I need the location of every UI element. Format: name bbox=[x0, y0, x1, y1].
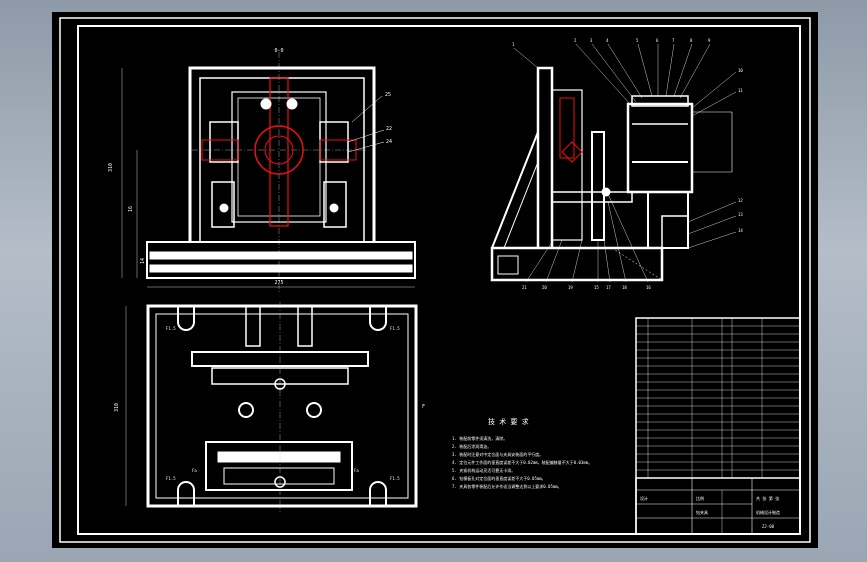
callout-16: 16 bbox=[646, 285, 651, 290]
drawing-sheet: 0-0 310 16 14 275 25 22 24 bbox=[52, 12, 818, 548]
callout-1: 1 bbox=[512, 42, 515, 47]
parts-list bbox=[635, 317, 801, 535]
title-block-code: ZJ-00 bbox=[762, 524, 775, 529]
plan-side-left: Fa bbox=[192, 468, 197, 473]
plan-dim-310: 310 bbox=[114, 403, 120, 412]
cad-drawing: 0-0 310 16 14 275 25 22 24 bbox=[59, 17, 811, 543]
callout-22: 22 bbox=[386, 126, 392, 132]
callout-14: 14 bbox=[738, 228, 743, 233]
callout-4: 4 bbox=[606, 38, 609, 43]
callout-21: 21 bbox=[522, 285, 527, 290]
callout-7: 7 bbox=[672, 38, 675, 43]
dim-275: 275 bbox=[274, 280, 283, 286]
callout-13: 13 bbox=[738, 212, 743, 217]
tech-req-item-5: 5. 夹紧机构运动灵活可靠无卡滞。 bbox=[452, 467, 515, 473]
title-block-header: 设计 bbox=[640, 495, 648, 501]
outer-frame bbox=[59, 17, 811, 543]
dim-14: 14 bbox=[140, 258, 146, 264]
inner-frame bbox=[77, 25, 801, 535]
dim-310: 310 bbox=[108, 163, 114, 172]
callout-15: 15 bbox=[594, 285, 599, 290]
tech-req-item-6: 6. 钻模板孔对定位面的垂直度误差不大于0.05mm。 bbox=[452, 475, 546, 481]
front-view bbox=[121, 52, 416, 292]
dim-16: 16 bbox=[128, 206, 134, 212]
callout-2: 2 bbox=[574, 38, 577, 43]
tech-req-item-3: 3. 装配时注意对中定位面与夹具安装面的平行度。 bbox=[452, 451, 543, 457]
tech-req-item-1: 1. 装配前零件须清洗，清除。 bbox=[452, 435, 507, 441]
title-block-sheet: 共 张 第 张 bbox=[756, 495, 779, 501]
plan-side-right: Fa bbox=[354, 468, 359, 473]
plan-corner-tr: F1.5 bbox=[390, 326, 400, 331]
side-view bbox=[490, 43, 737, 283]
technical-requirements: 技 术 要 求 1. 装配前零件须清洗，清除。 2. 装配后涂润滑油。 3. 装… bbox=[452, 417, 592, 489]
plan-corner-tl: F1.5 bbox=[166, 326, 176, 331]
callout-6: 6 bbox=[656, 38, 659, 43]
callout-8: 8 bbox=[690, 38, 693, 43]
callout-18: 18 bbox=[622, 285, 627, 290]
title-block-name: 钻夹具 bbox=[696, 509, 708, 515]
tech-req-item-2: 2. 装配后涂润滑油。 bbox=[452, 443, 491, 449]
callout-10: 10 bbox=[738, 68, 743, 73]
callout-20: 20 bbox=[542, 285, 547, 290]
callout-19: 19 bbox=[568, 285, 573, 290]
callout-9: 9 bbox=[708, 38, 711, 43]
callout-11: 11 bbox=[738, 88, 743, 93]
front-view-label: 0-0 bbox=[274, 48, 283, 54]
plan-view bbox=[125, 302, 418, 512]
plan-corner-br: F1.5 bbox=[390, 476, 400, 481]
callout-5: 5 bbox=[636, 38, 639, 43]
side-top-callouts: 1 2 3 4 5 6 7 8 9 bbox=[512, 38, 711, 47]
callout-17: 17 bbox=[606, 285, 611, 290]
plan-corner-bl: F1.5 bbox=[166, 476, 176, 481]
plan-marker-f: F bbox=[422, 404, 425, 410]
tech-req-item-4: 4. 定位元件工作面的垂直度误差不大于0.02mm，装配偏移量不大于0.03mm… bbox=[452, 459, 592, 465]
callout-12: 12 bbox=[738, 198, 743, 203]
callout-3: 3 bbox=[590, 38, 593, 43]
title-block-scale: 比例 bbox=[696, 495, 704, 501]
title-block-school: 机械设计制造 bbox=[756, 509, 780, 515]
callout-25: 25 bbox=[385, 92, 391, 98]
callout-24: 24 bbox=[386, 139, 392, 145]
tech-req-item-7: 7. 夹具各零件装配后允许作适当调整达到以上要求0.05mm。 bbox=[452, 483, 562, 489]
tech-req-title: 技 术 要 求 bbox=[488, 417, 529, 426]
